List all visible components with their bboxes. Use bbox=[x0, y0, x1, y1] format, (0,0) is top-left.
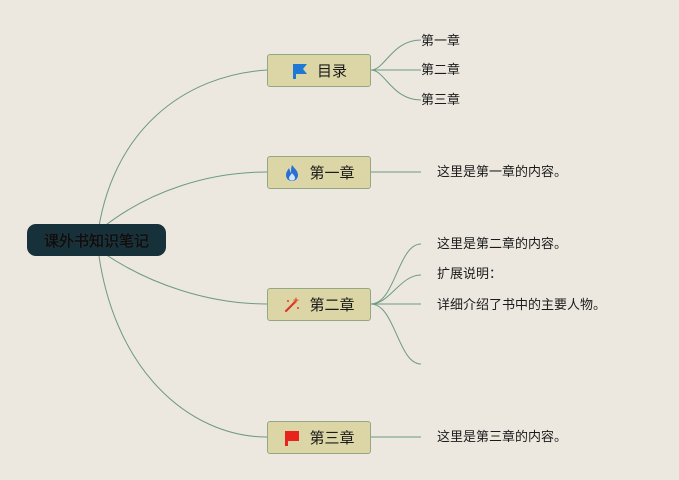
leaf-contents-2[interactable]: 第二章 bbox=[421, 63, 461, 78]
leaf-chapter-three-content[interactable]: 这里是第三章的内容。 bbox=[437, 430, 568, 445]
branch-contents-label: 目录 bbox=[316, 62, 347, 80]
branch-chapter-one-label: 第一章 bbox=[309, 164, 355, 182]
branch-chapter-two-label: 第二章 bbox=[309, 296, 355, 314]
connector-root-to-contents bbox=[96, 69, 268, 241]
blue-flag-icon bbox=[291, 62, 309, 80]
leaf-chapter-two-detail[interactable]: 详细介绍了书中的主要人物。 bbox=[437, 298, 607, 313]
connector-root-to-chapter-three bbox=[96, 239, 268, 438]
connector-chapter-two-to-leaf-2 bbox=[370, 274, 422, 305]
root-topic[interactable]: 课外书知识笔记 bbox=[27, 224, 166, 256]
leaf-contents-3[interactable]: 第三章 bbox=[421, 93, 461, 108]
branch-contents[interactable]: 目录 bbox=[267, 54, 371, 87]
connector-contents-to-leaf-3 bbox=[370, 69, 422, 101]
connector-contents-to-leaf-1 bbox=[370, 39, 422, 71]
branch-chapter-three[interactable]: 第三章 bbox=[267, 421, 371, 454]
red-flag-icon bbox=[283, 429, 301, 447]
fire-icon bbox=[283, 164, 301, 182]
connector-lines bbox=[96, 39, 422, 438]
connector-chapter-two-to-leaf-1 bbox=[370, 243, 422, 305]
leaf-chapter-two-content[interactable]: 这里是第二章的内容。 bbox=[437, 237, 568, 252]
root-topic-label: 课外书知识笔记 bbox=[43, 231, 149, 250]
connector-root-to-chapter-one bbox=[101, 171, 268, 229]
branch-chapter-three-label: 第三章 bbox=[309, 429, 355, 447]
magic-wand-icon bbox=[283, 296, 301, 314]
leaf-chapter-two-extension[interactable]: 扩展说明： bbox=[437, 267, 503, 282]
leaf-chapter-one-content[interactable]: 这里是第一章的内容。 bbox=[437, 165, 568, 180]
connector-chapter-two-to-leaf-4 bbox=[370, 303, 422, 365]
leaf-contents-1[interactable]: 第一章 bbox=[421, 34, 461, 49]
connector-root-to-chapter-two bbox=[101, 251, 268, 305]
branch-chapter-two[interactable]: 第二章 bbox=[267, 288, 371, 321]
branch-chapter-one[interactable]: 第一章 bbox=[267, 156, 371, 189]
